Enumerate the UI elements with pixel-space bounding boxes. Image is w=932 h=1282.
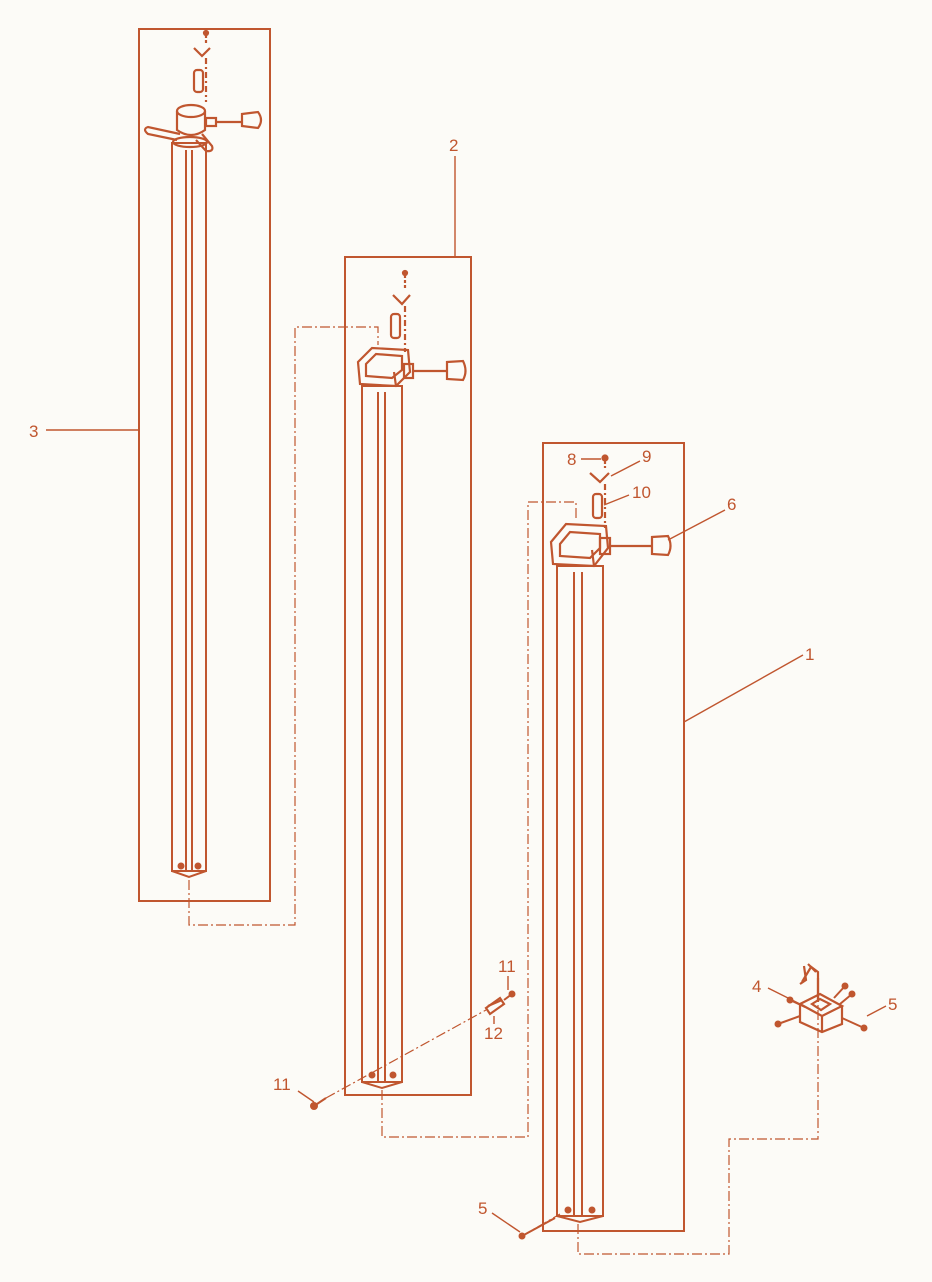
callout-part-6: 6 (727, 495, 736, 514)
leader-part-4 (767, 987, 801, 1005)
frame-part-2 (344, 256, 472, 1096)
callout-part-4: 4 (752, 977, 761, 996)
assembly-line-2-to-1 (381, 501, 577, 1138)
screw-part-5-left (518, 1217, 556, 1240)
leader-part-1 (683, 654, 804, 723)
section-frames (138, 28, 685, 1232)
leader-part-11-left (297, 1090, 315, 1103)
square-collar-part-1 (549, 522, 612, 568)
clamp-knob-part-1 (610, 534, 672, 557)
tube-1-hole (588, 1206, 596, 1214)
frame-part-3 (138, 28, 271, 902)
callout-part-3: 3 (29, 422, 38, 441)
assembly-lines (188, 326, 819, 1255)
tube-part-1 (556, 565, 604, 1224)
clamp-collar-part-3 (143, 103, 218, 153)
assembly-line-3-to-2 (188, 326, 379, 926)
callout-part-8: 8 (567, 450, 576, 469)
leader-part-10 (603, 494, 630, 506)
screw-head (601, 454, 609, 462)
leader-part-5-right (866, 1005, 887, 1017)
callout-part-10: 10 (632, 483, 651, 502)
screw-part-11-left (310, 1097, 327, 1110)
callout-part-2: 2 (449, 136, 458, 155)
assembly-line-1-to-base (577, 1000, 819, 1255)
spring-clip-part-3 (192, 29, 211, 102)
frame-part-1 (542, 442, 685, 1232)
ground-stake (799, 963, 820, 1002)
leader-part-9 (610, 460, 641, 477)
screw-head (202, 29, 210, 37)
tube-part-3 (171, 142, 207, 879)
leader-part-5-left (491, 1212, 521, 1233)
base-stand-part-4 (797, 980, 845, 1034)
square-collar-part-2 (356, 346, 415, 388)
spring-clip-part-2 (389, 269, 411, 352)
pin-part-12 (484, 996, 506, 1016)
assembly-line-screw-through-tube-2 (325, 1009, 487, 1099)
callout-part-1: 1 (805, 645, 814, 664)
leader-lines (46, 156, 887, 1233)
screw-head (401, 269, 409, 277)
tube-1-body (556, 565, 604, 1217)
tube-2-body (361, 385, 403, 1083)
spring-clip-part-1 (589, 454, 610, 528)
assembly-line-screw-5-left (521, 1213, 561, 1237)
callout-part-5-right: 5 (888, 995, 897, 1014)
callout-part-11-top: 11 (498, 957, 516, 976)
leader-part-6 (667, 509, 726, 541)
tube-1-hole (564, 1206, 572, 1214)
tube-3-hole (177, 862, 185, 870)
tube-3-body (171, 142, 207, 872)
tube-2-hole (389, 1071, 397, 1079)
clamp-knob-part-2 (413, 359, 467, 382)
screw-part-11-top (503, 990, 516, 1001)
tube-part-2 (361, 385, 403, 1090)
callout-part-5-left: 5 (478, 1199, 487, 1218)
callout-part-9: 9 (642, 447, 651, 466)
callout-part-12: 12 (484, 1024, 503, 1043)
callouts: 3 2 1 6 8 9 10 11 12 11 5 4 5 (29, 136, 897, 1218)
callout-part-11-left: 11 (273, 1075, 291, 1094)
clamp-knob-part-3 (216, 110, 263, 130)
tube-3-hole (194, 862, 202, 870)
